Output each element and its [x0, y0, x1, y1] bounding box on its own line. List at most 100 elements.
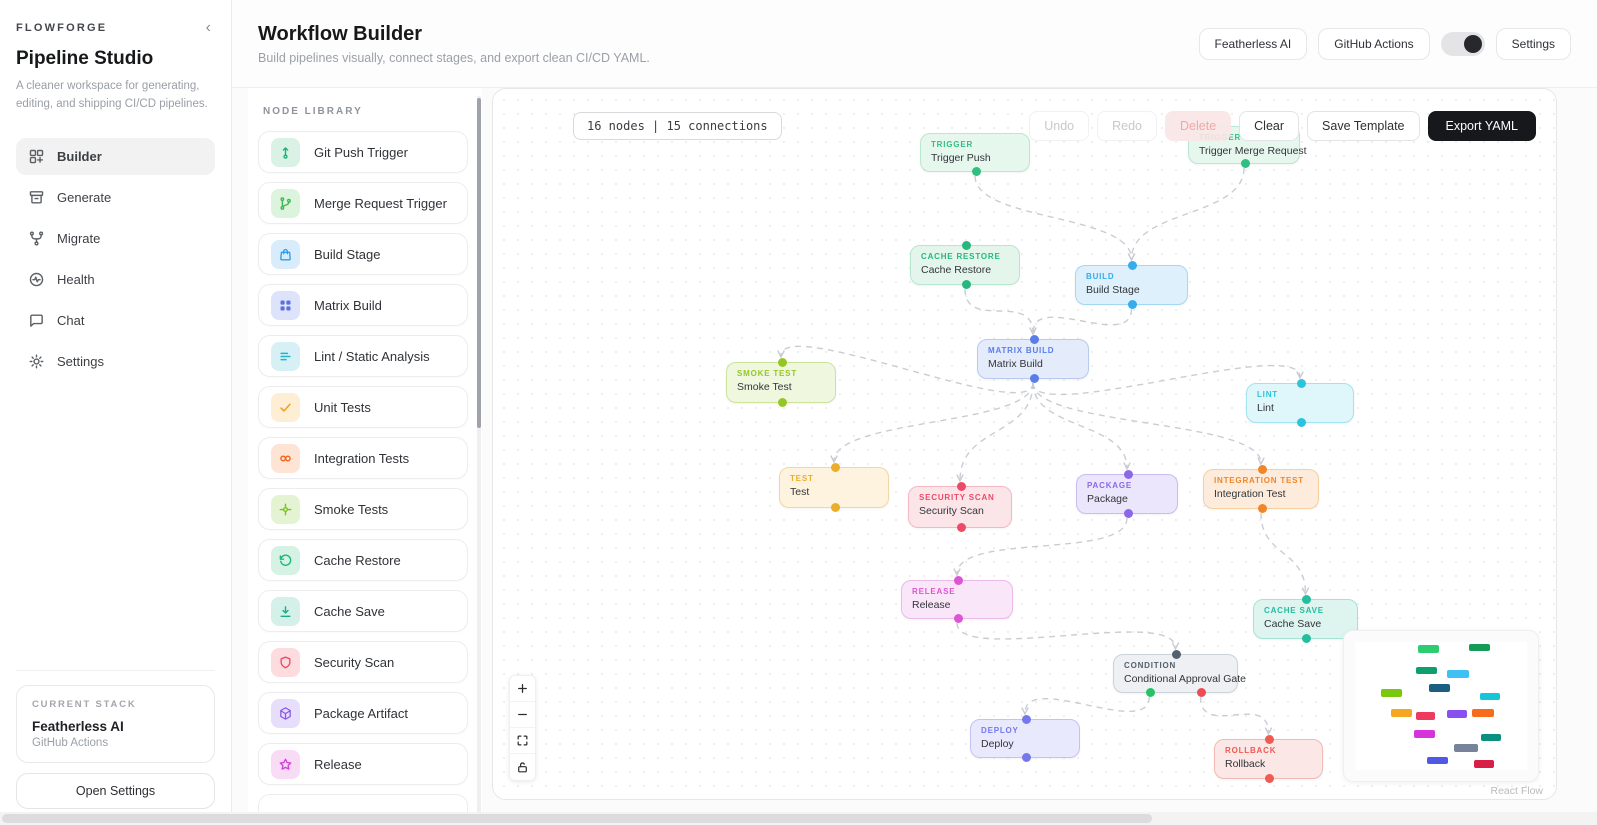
- library-item-package-artifact[interactable]: Package Artifact: [258, 692, 468, 734]
- stack-pill-featherless[interactable]: Featherless AI: [1198, 27, 1308, 60]
- node-category: ROLLBACK: [1225, 746, 1277, 755]
- node-handle-bottom[interactable]: [1265, 774, 1274, 783]
- merge-request-icon: [271, 188, 300, 218]
- fit-view-control-button[interactable]: [510, 728, 535, 754]
- delete-button[interactable]: Delete: [1165, 111, 1232, 141]
- sidebar-item-generate[interactable]: Generate: [16, 179, 215, 216]
- lock-control-button[interactable]: [510, 754, 535, 780]
- node-handle-top[interactable]: [953, 576, 963, 585]
- sidebar-item-chat[interactable]: Chat: [16, 302, 215, 339]
- library-item-release[interactable]: Release: [258, 743, 468, 785]
- node-handle-top[interactable]: [1021, 715, 1031, 724]
- node-handle-bottom[interactable]: [1145, 688, 1155, 697]
- library-item-security-scan[interactable]: Security Scan: [258, 641, 468, 683]
- minimap-node-cache-restore: [1415, 666, 1437, 675]
- library-item-unit-tests[interactable]: Unit Tests: [258, 386, 468, 428]
- save-template-button[interactable]: Save Template: [1307, 111, 1420, 141]
- library-item-label: Security Scan: [314, 654, 395, 670]
- node-handle-bottom[interactable]: [1128, 300, 1137, 309]
- node-label: Release: [912, 599, 951, 611]
- node-handle-bottom[interactable]: [1240, 159, 1250, 168]
- theme-toggle[interactable]: [1440, 31, 1485, 56]
- node-handle-top[interactable]: [1265, 735, 1274, 744]
- health-activity-icon: [28, 271, 45, 288]
- plus-control-button[interactable]: [510, 676, 535, 702]
- library-item-cache-save[interactable]: Cache Save: [258, 590, 468, 632]
- sidebar-item-migrate[interactable]: Migrate: [16, 220, 215, 257]
- library-scrollbar-thumb[interactable]: [477, 98, 481, 428]
- node-label: Build Stage: [1086, 284, 1140, 296]
- clear-button[interactable]: Clear: [1239, 111, 1300, 141]
- node-handle-top[interactable]: [1029, 335, 1039, 344]
- node-handle-bottom[interactable]: [971, 167, 981, 176]
- current-stack-label: CURRENT STACK: [32, 699, 137, 710]
- export-yaml-button[interactable]: Export YAML: [1427, 111, 1536, 141]
- canvas-stats-badge: 16 nodes | 15 connections: [573, 112, 782, 140]
- node-handle-top[interactable]: [1296, 379, 1306, 388]
- node-handle-top[interactable]: [777, 358, 787, 367]
- node-handle-bottom[interactable]: [956, 523, 966, 532]
- horizontal-scrollbar-thumb[interactable]: [2, 814, 1152, 823]
- redo-button[interactable]: Redo: [1097, 111, 1158, 141]
- node-handle-bottom[interactable]: [1123, 509, 1133, 518]
- node-handle-top[interactable]: [1128, 261, 1137, 270]
- sidebar-item-settings[interactable]: Settings: [16, 343, 215, 380]
- node-handle-top[interactable]: [961, 241, 971, 250]
- node-handle-bottom[interactable]: [953, 614, 963, 623]
- sidebar-item-builder[interactable]: Builder: [16, 137, 215, 175]
- node-handle-bottom[interactable]: [1021, 753, 1031, 762]
- node-handle-bottom[interactable]: [1302, 634, 1311, 643]
- library-item-matrix-build[interactable]: Matrix Build: [258, 284, 468, 326]
- node-handle-bottom[interactable]: [1257, 504, 1267, 513]
- minimap[interactable]: [1343, 630, 1539, 782]
- library-item-cache-restore[interactable]: Cache Restore: [258, 539, 468, 581]
- node-handle-bottom[interactable]: [1197, 688, 1206, 697]
- check-icon: [271, 392, 300, 422]
- stack-pill-github-actions[interactable]: GitHub Actions: [1318, 27, 1430, 60]
- library-item-git-push-trigger[interactable]: Git Push Trigger: [258, 131, 468, 173]
- node-label: Security Scan: [919, 505, 984, 517]
- node-handle-bottom[interactable]: [961, 280, 971, 289]
- minimap-node-test: [1390, 708, 1412, 717]
- node-handle-top[interactable]: [1172, 650, 1181, 659]
- library-item-lint-static-analysis[interactable]: Lint / Static Analysis: [258, 335, 468, 377]
- settings-button[interactable]: Settings: [1495, 27, 1571, 60]
- node-label: Trigger Merge Request: [1199, 145, 1307, 157]
- node-handle-bottom[interactable]: [777, 398, 787, 407]
- star-icon: [271, 749, 300, 779]
- node-handle-top[interactable]: [956, 482, 966, 491]
- node-handle-top[interactable]: [1302, 595, 1311, 604]
- sidebar-item-health[interactable]: Health: [16, 261, 215, 298]
- undo-button[interactable]: Undo: [1029, 111, 1090, 141]
- node-handle-top[interactable]: [1257, 465, 1267, 474]
- open-settings-button[interactable]: Open Settings: [16, 773, 215, 809]
- node-handle-bottom[interactable]: [830, 503, 840, 512]
- node-handle-top[interactable]: [1123, 470, 1133, 479]
- library-item-merge-request-trigger[interactable]: Merge Request Trigger: [258, 182, 468, 224]
- library-item-label: Lint / Static Analysis: [314, 348, 430, 364]
- library-item-smoke-tests[interactable]: Smoke Tests: [258, 488, 468, 530]
- library-item-build-stage[interactable]: Build Stage: [258, 233, 468, 275]
- minus-control-button[interactable]: [510, 702, 535, 728]
- node-handle-bottom[interactable]: [1296, 418, 1306, 427]
- node-handle-top[interactable]: [830, 463, 840, 472]
- collapse-sidebar-icon[interactable]: ‹: [205, 19, 211, 36]
- node-handle-bottom[interactable]: [1029, 374, 1039, 383]
- library-item-integration-tests[interactable]: Integration Tests: [258, 437, 468, 479]
